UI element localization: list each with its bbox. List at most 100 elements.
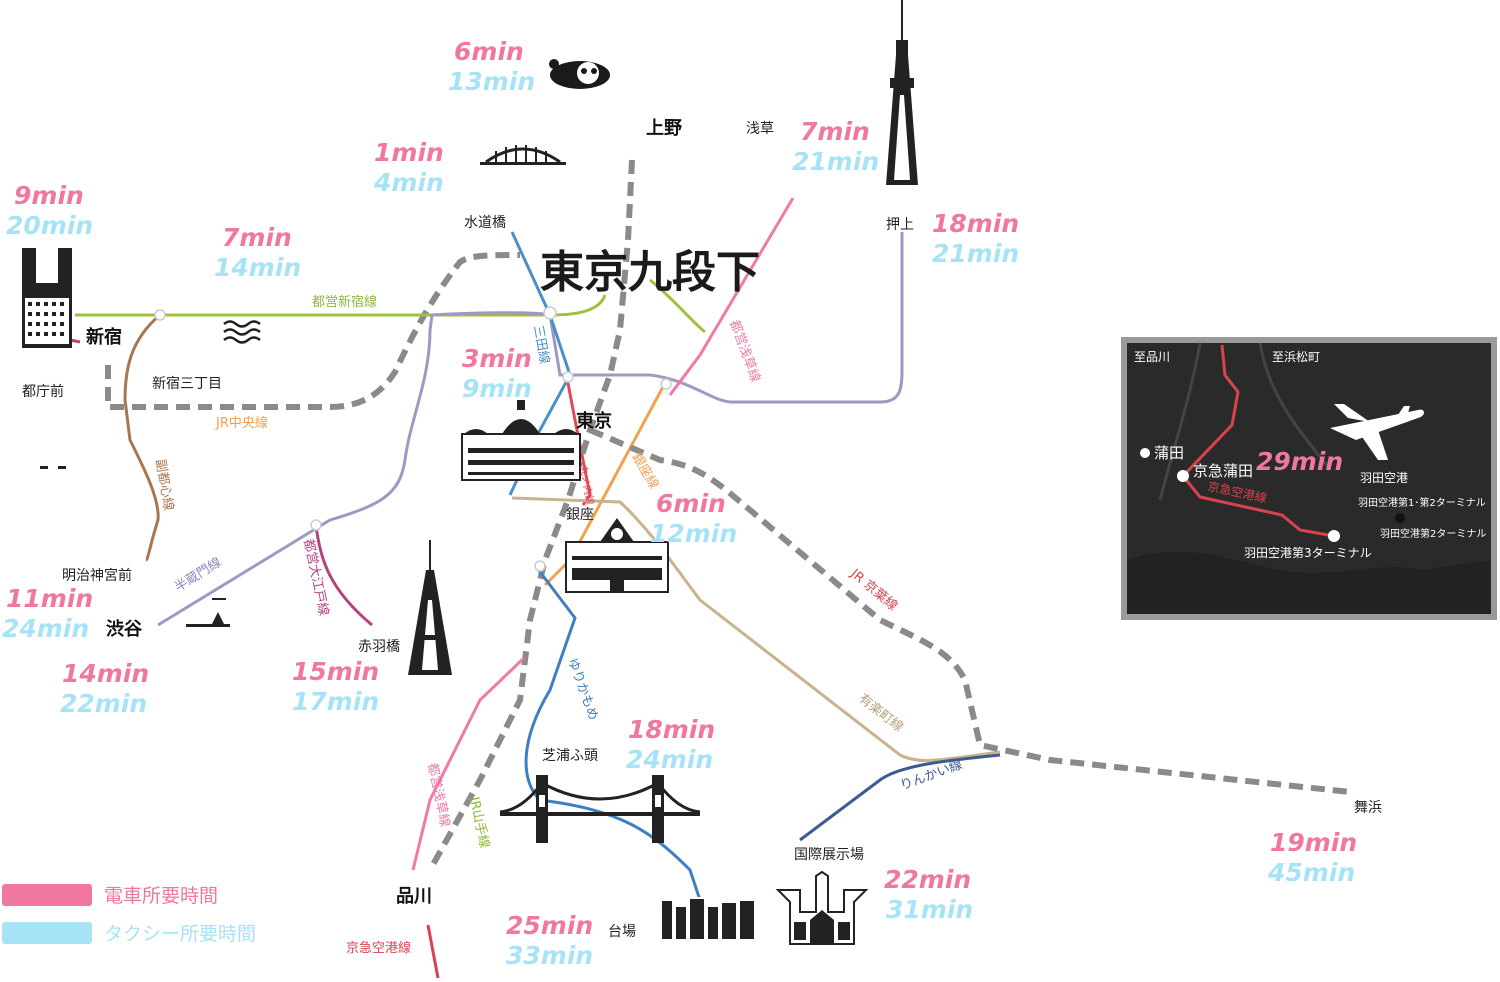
legend-taxi-swatch xyxy=(2,922,92,944)
jr-chuo-line xyxy=(105,252,521,410)
haneda-inset-map: 至品川 至浜松町 蒲田 京急蒲田 29min 羽田空港 京急空港線 羽田空港第1… xyxy=(1121,337,1497,620)
tocho-icon xyxy=(22,248,72,348)
time-maihama-train: 19min xyxy=(1270,828,1357,857)
fukutoshin-line xyxy=(123,313,161,562)
time-shinjuku-taxi: 20min xyxy=(6,211,93,240)
skytree-icon xyxy=(886,0,918,185)
asakusa-line-top xyxy=(668,197,795,396)
station-oshiage[interactable]: 押上 xyxy=(886,217,914,233)
time-maihama-taxi: 45min xyxy=(1267,858,1355,887)
inset-kamata[interactable]: 蒲田 xyxy=(1154,444,1184,462)
time-shibaura-taxi: 24min xyxy=(626,745,713,774)
inset-terminal-2[interactable]: 羽田空港第2ターミナル xyxy=(1380,527,1486,540)
station-akabanebashi[interactable]: 赤羽橋 xyxy=(358,639,400,655)
station-shinjuku-sanchome[interactable]: 新宿三丁目 xyxy=(152,375,222,392)
station-shibaura-futo[interactable]: 芝浦ふ頭 xyxy=(542,748,598,764)
legend-train-label: 電車所要時間 xyxy=(104,885,218,907)
legend-taxi-label: タクシー所要時間 xyxy=(104,923,256,945)
station-suidobashi[interactable]: 水道橋 xyxy=(464,215,506,231)
page-title: 東京九段下 xyxy=(540,247,760,298)
station-kokusai-tenjijo[interactable]: 国際展示場 xyxy=(794,847,864,863)
station-ginza[interactable]: 銀座 xyxy=(566,507,594,523)
keikyu-line xyxy=(426,924,440,979)
legend: 電車所要時間 タクシー所要時間 xyxy=(2,884,256,945)
inset-time: 29min xyxy=(1256,447,1343,476)
big-sight-icon xyxy=(775,870,869,945)
time-shibuya-train: 11min xyxy=(6,584,93,613)
time-ginza-taxi: 12min xyxy=(650,519,737,548)
time-suidobashi-train: 1min xyxy=(374,138,444,167)
yurakucho-line xyxy=(511,496,1001,763)
water-icon xyxy=(223,320,261,344)
bridge-icon xyxy=(480,145,566,165)
station-shibuya[interactable]: 渋谷 xyxy=(106,618,143,640)
time-shinjuku-train: 9min xyxy=(14,181,84,210)
time-akabanebashi-train: 15min xyxy=(292,657,379,686)
tokyo-station-icon xyxy=(461,400,581,481)
time-suidobashi-taxi: 4min xyxy=(373,168,444,197)
inset-keikyu-kamata[interactable]: 京急蒲田 xyxy=(1193,462,1253,480)
shibuya-icon xyxy=(186,598,230,627)
station-meiji-jingumae[interactable]: 明治神宮前 xyxy=(62,567,132,584)
tokyo-tower-icon xyxy=(408,540,452,675)
time-meiji-train: 14min xyxy=(62,659,149,688)
time-tokyo-train: 3min xyxy=(462,344,532,373)
time-kokusai-taxi: 31min xyxy=(886,895,973,924)
label-yurikamome: ゆりかもめ xyxy=(564,656,600,722)
legend-train-swatch xyxy=(2,884,92,906)
rinkai-line xyxy=(799,753,1001,842)
airplane-icon xyxy=(1330,404,1424,460)
time-oshiage-train: 18min xyxy=(932,209,1019,238)
time-meiji-taxi: 22min xyxy=(60,689,147,718)
panda-icon xyxy=(549,59,610,89)
station-tokyo[interactable]: 東京 xyxy=(576,410,612,432)
label-jr-yamanote: JR山手線 xyxy=(466,795,493,850)
label-jr-keiyo: JR 京葉線 xyxy=(847,565,901,614)
station-asakusa[interactable]: 浅草 xyxy=(746,121,774,137)
label-toei-shinjuku: 都営新宿線 xyxy=(312,294,377,310)
label-asakusa-bottom: 都営浅草線 xyxy=(424,762,453,829)
inset-to-shinagawa: 至品川 xyxy=(1134,350,1170,364)
ginza-clock-icon xyxy=(565,518,669,593)
time-ueno-train: 6min xyxy=(454,37,524,66)
time-oshiage-taxi: 21min xyxy=(932,239,1019,268)
inset-to-hamamatsucho: 至浜松町 xyxy=(1272,350,1320,364)
time-tokyo-taxi: 9min xyxy=(462,374,532,403)
rainbow-bridge-icon xyxy=(499,775,701,843)
inset-haneda[interactable]: 羽田空港 xyxy=(1360,471,1408,485)
shrine-icon xyxy=(40,466,66,469)
time-daiba-train: 25min xyxy=(506,911,593,940)
time-akabanebashi-taxi: 17min xyxy=(292,687,379,716)
station-daiba[interactable]: 台場 xyxy=(608,924,636,940)
label-jr-chuo: JR中央線 xyxy=(215,415,268,431)
junction-nodes xyxy=(154,306,672,572)
time-asakusa-train: 7min xyxy=(800,117,870,146)
time-ueno-taxi: 13min xyxy=(448,67,535,96)
label-oedo: 都営大江戸線 xyxy=(300,538,332,618)
label-asakusa-top: 都営浅草線 xyxy=(726,318,763,385)
time-shibaura-train: 18min xyxy=(628,715,715,744)
label-yurakucho: 有楽町線 xyxy=(856,691,907,736)
time-sanchome-train: 7min xyxy=(222,223,292,252)
inset-terminal-3[interactable]: 羽田空港第3ターミナル xyxy=(1244,546,1372,560)
station-maihama[interactable]: 舞浜 xyxy=(1354,800,1382,816)
station-shinjuku[interactable]: 新宿 xyxy=(86,326,122,348)
inset-terminal-12[interactable]: 羽田空港第1･第2ターミナル xyxy=(1358,496,1486,509)
label-keikyu: 京急空港線 xyxy=(346,940,411,956)
time-kokusai-train: 22min xyxy=(884,865,971,894)
station-shinagawa[interactable]: 品川 xyxy=(396,886,432,907)
hanzomon-line xyxy=(157,232,904,627)
jr-keiyo-line xyxy=(588,427,1351,795)
station-tochomae[interactable]: 都庁前 xyxy=(22,383,64,400)
station-ueno[interactable]: 上野 xyxy=(646,118,682,139)
time-shibuya-taxi: 24min xyxy=(2,614,89,643)
time-asakusa-taxi: 21min xyxy=(792,147,879,176)
asakusa-line-bottom xyxy=(411,656,526,871)
time-sanchome-taxi: 14min xyxy=(214,253,301,282)
time-daiba-taxi: 33min xyxy=(506,941,593,970)
jr-yamanote-line xyxy=(427,159,635,872)
label-mita: 三田線 xyxy=(530,324,553,365)
time-ginza-train: 6min xyxy=(656,489,726,518)
daiba-buildings-icon xyxy=(662,897,754,941)
